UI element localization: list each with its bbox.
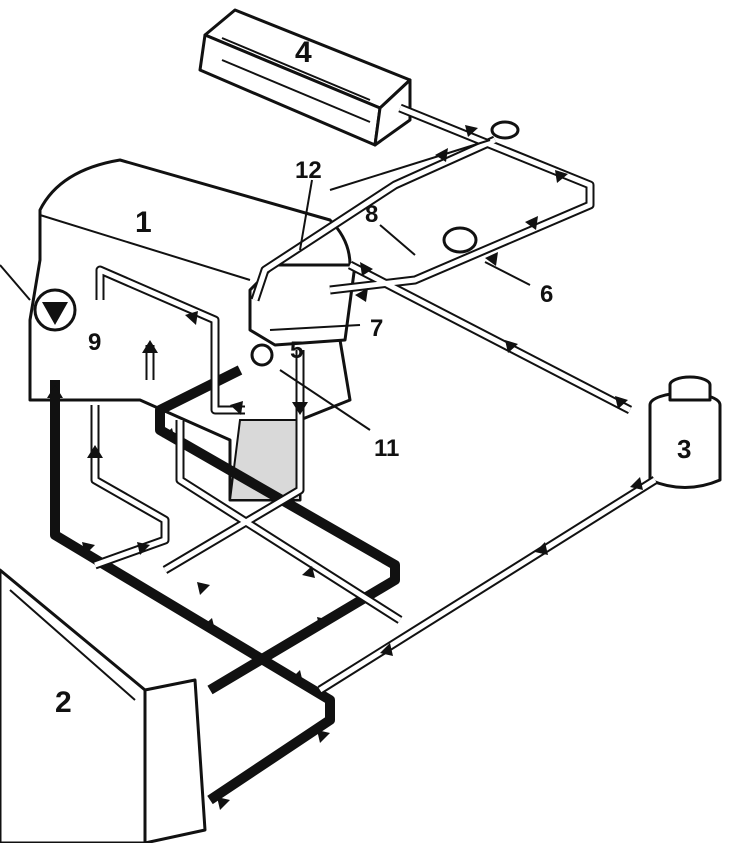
heater-core: 4: [198, 8, 412, 147]
label-12: 12: [295, 157, 322, 184]
label-radiator: 2: [55, 686, 72, 719]
label-5: 5: [290, 337, 303, 364]
flow-arrows: [47, 125, 643, 810]
label-engine: 1: [135, 206, 152, 239]
leader-lines: [0, 139, 531, 431]
label-heater-core: 4: [295, 36, 312, 69]
heater-valve: [490, 120, 520, 140]
label-8: 8: [365, 201, 378, 228]
valve-6: [442, 226, 478, 254]
label-9: 9: [88, 329, 101, 356]
water-pump: [33, 288, 77, 332]
sensor-11: [250, 343, 274, 367]
label-7: 7: [370, 315, 383, 342]
label-6: 6: [540, 281, 553, 308]
radiator-return-pipe: [50, 380, 335, 805]
label-expansion-tank: 3: [677, 434, 691, 464]
label-11: 11: [374, 435, 399, 462]
radiator: 2: [0, 568, 207, 843]
expansion-tank: 3: [648, 375, 722, 489]
thermostat-housing: [248, 263, 357, 367]
